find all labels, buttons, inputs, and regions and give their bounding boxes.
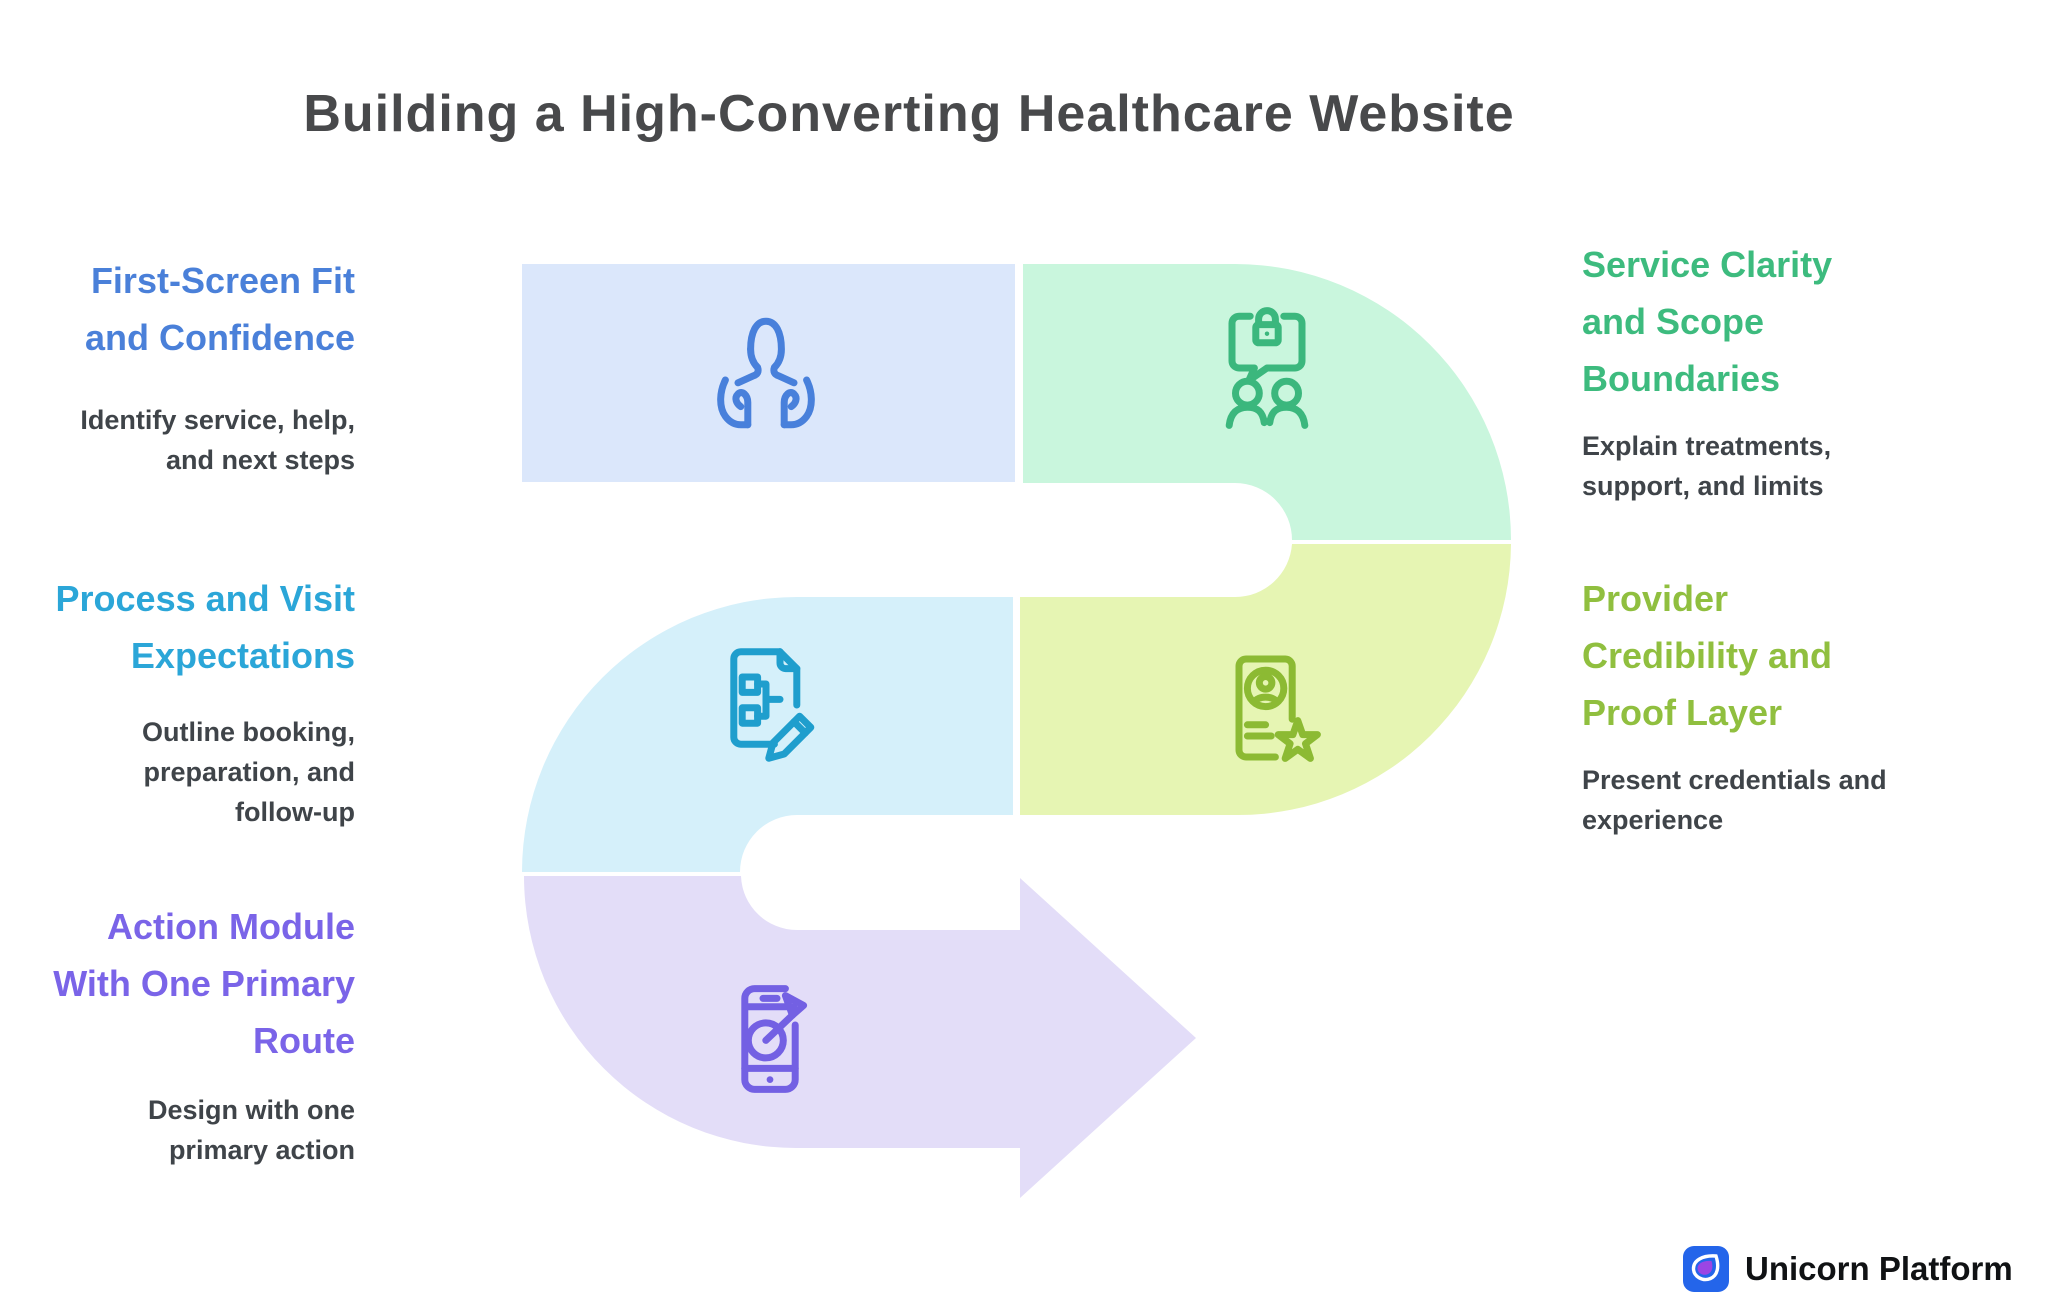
step5-heading: Action Module With One Primary Route — [0, 898, 355, 1069]
step2-description-line: Explain treatments, — [1582, 431, 1832, 461]
step2-description-line: support, and limits — [1582, 471, 1824, 501]
step1-description-line: Identify service, help, — [80, 405, 355, 435]
step1-heading-line: First-Screen Fit — [90, 260, 355, 301]
unicorn-drop-icon — [1683, 1246, 1729, 1292]
step2-description: Explain treatments, support, and limits — [1582, 426, 2042, 506]
process-document-icon — [730, 648, 815, 762]
patient-care-icon — [717, 317, 815, 429]
flow-block-step1 — [522, 264, 1015, 482]
step3-heading-line: Expectations — [130, 635, 355, 676]
flow-block-step5-arrow — [524, 876, 1196, 1198]
step1-heading-line: and Confidence — [84, 317, 355, 358]
step2-heading-line: Service Clarity — [1582, 244, 1833, 285]
step1-description-line: and next steps — [165, 445, 355, 475]
step5-heading-line: Action Module — [107, 906, 355, 947]
step3-description-line: Outline booking, — [142, 717, 355, 747]
step1-heading: First-Screen Fit and Confidence — [0, 252, 355, 366]
step4-description-line: Present credentials and — [1582, 765, 1887, 795]
step2-heading: Service Clarity and Scope Boundaries — [1582, 236, 2042, 407]
step2-heading-line: and Scope — [1582, 301, 1765, 342]
step3-description-line: preparation, and — [143, 757, 355, 787]
step4-heading-line: Provider — [1582, 578, 1729, 619]
unicorn-platform-logo[interactable]: Unicorn Platform — [1683, 1244, 2013, 1294]
page-title: Building a High-Converting Healthcare We… — [303, 85, 1515, 143]
step5-description-line: Design with one — [147, 1095, 355, 1125]
step2-heading-line: Boundaries — [1582, 358, 1781, 399]
step5-description: Design with one primary action — [0, 1090, 355, 1170]
step3-heading-line: Process and Visit — [55, 578, 355, 619]
step3-description: Outline booking, preparation, and follow… — [0, 712, 355, 832]
step1-description: Identify service, help, and next steps — [0, 400, 355, 480]
step5-heading-line: With One Primary — [53, 963, 355, 1004]
step4-heading: Provider Credibility and Proof Layer — [1582, 570, 2042, 741]
step5-description-line: primary action — [168, 1135, 355, 1165]
credential-card-icon — [1235, 655, 1321, 762]
phone-target-icon — [741, 985, 808, 1093]
step4-description: Present credentials and experience — [1582, 760, 2042, 840]
flow-block-step2 — [1023, 264, 1511, 540]
step4-heading-line: Credibility and — [1582, 635, 1833, 676]
secure-consult-icon — [1225, 307, 1309, 429]
step4-description-line: experience — [1582, 805, 1724, 835]
step4-heading-line: Proof Layer — [1582, 692, 1783, 733]
step3-heading: Process and Visit Expectations — [0, 570, 355, 684]
flow-block-step3 — [522, 597, 1013, 872]
brand-name: Unicorn Platform — [1745, 1250, 2013, 1287]
step5-heading-line: Route — [253, 1020, 355, 1061]
step3-description-line: follow-up — [235, 797, 355, 827]
